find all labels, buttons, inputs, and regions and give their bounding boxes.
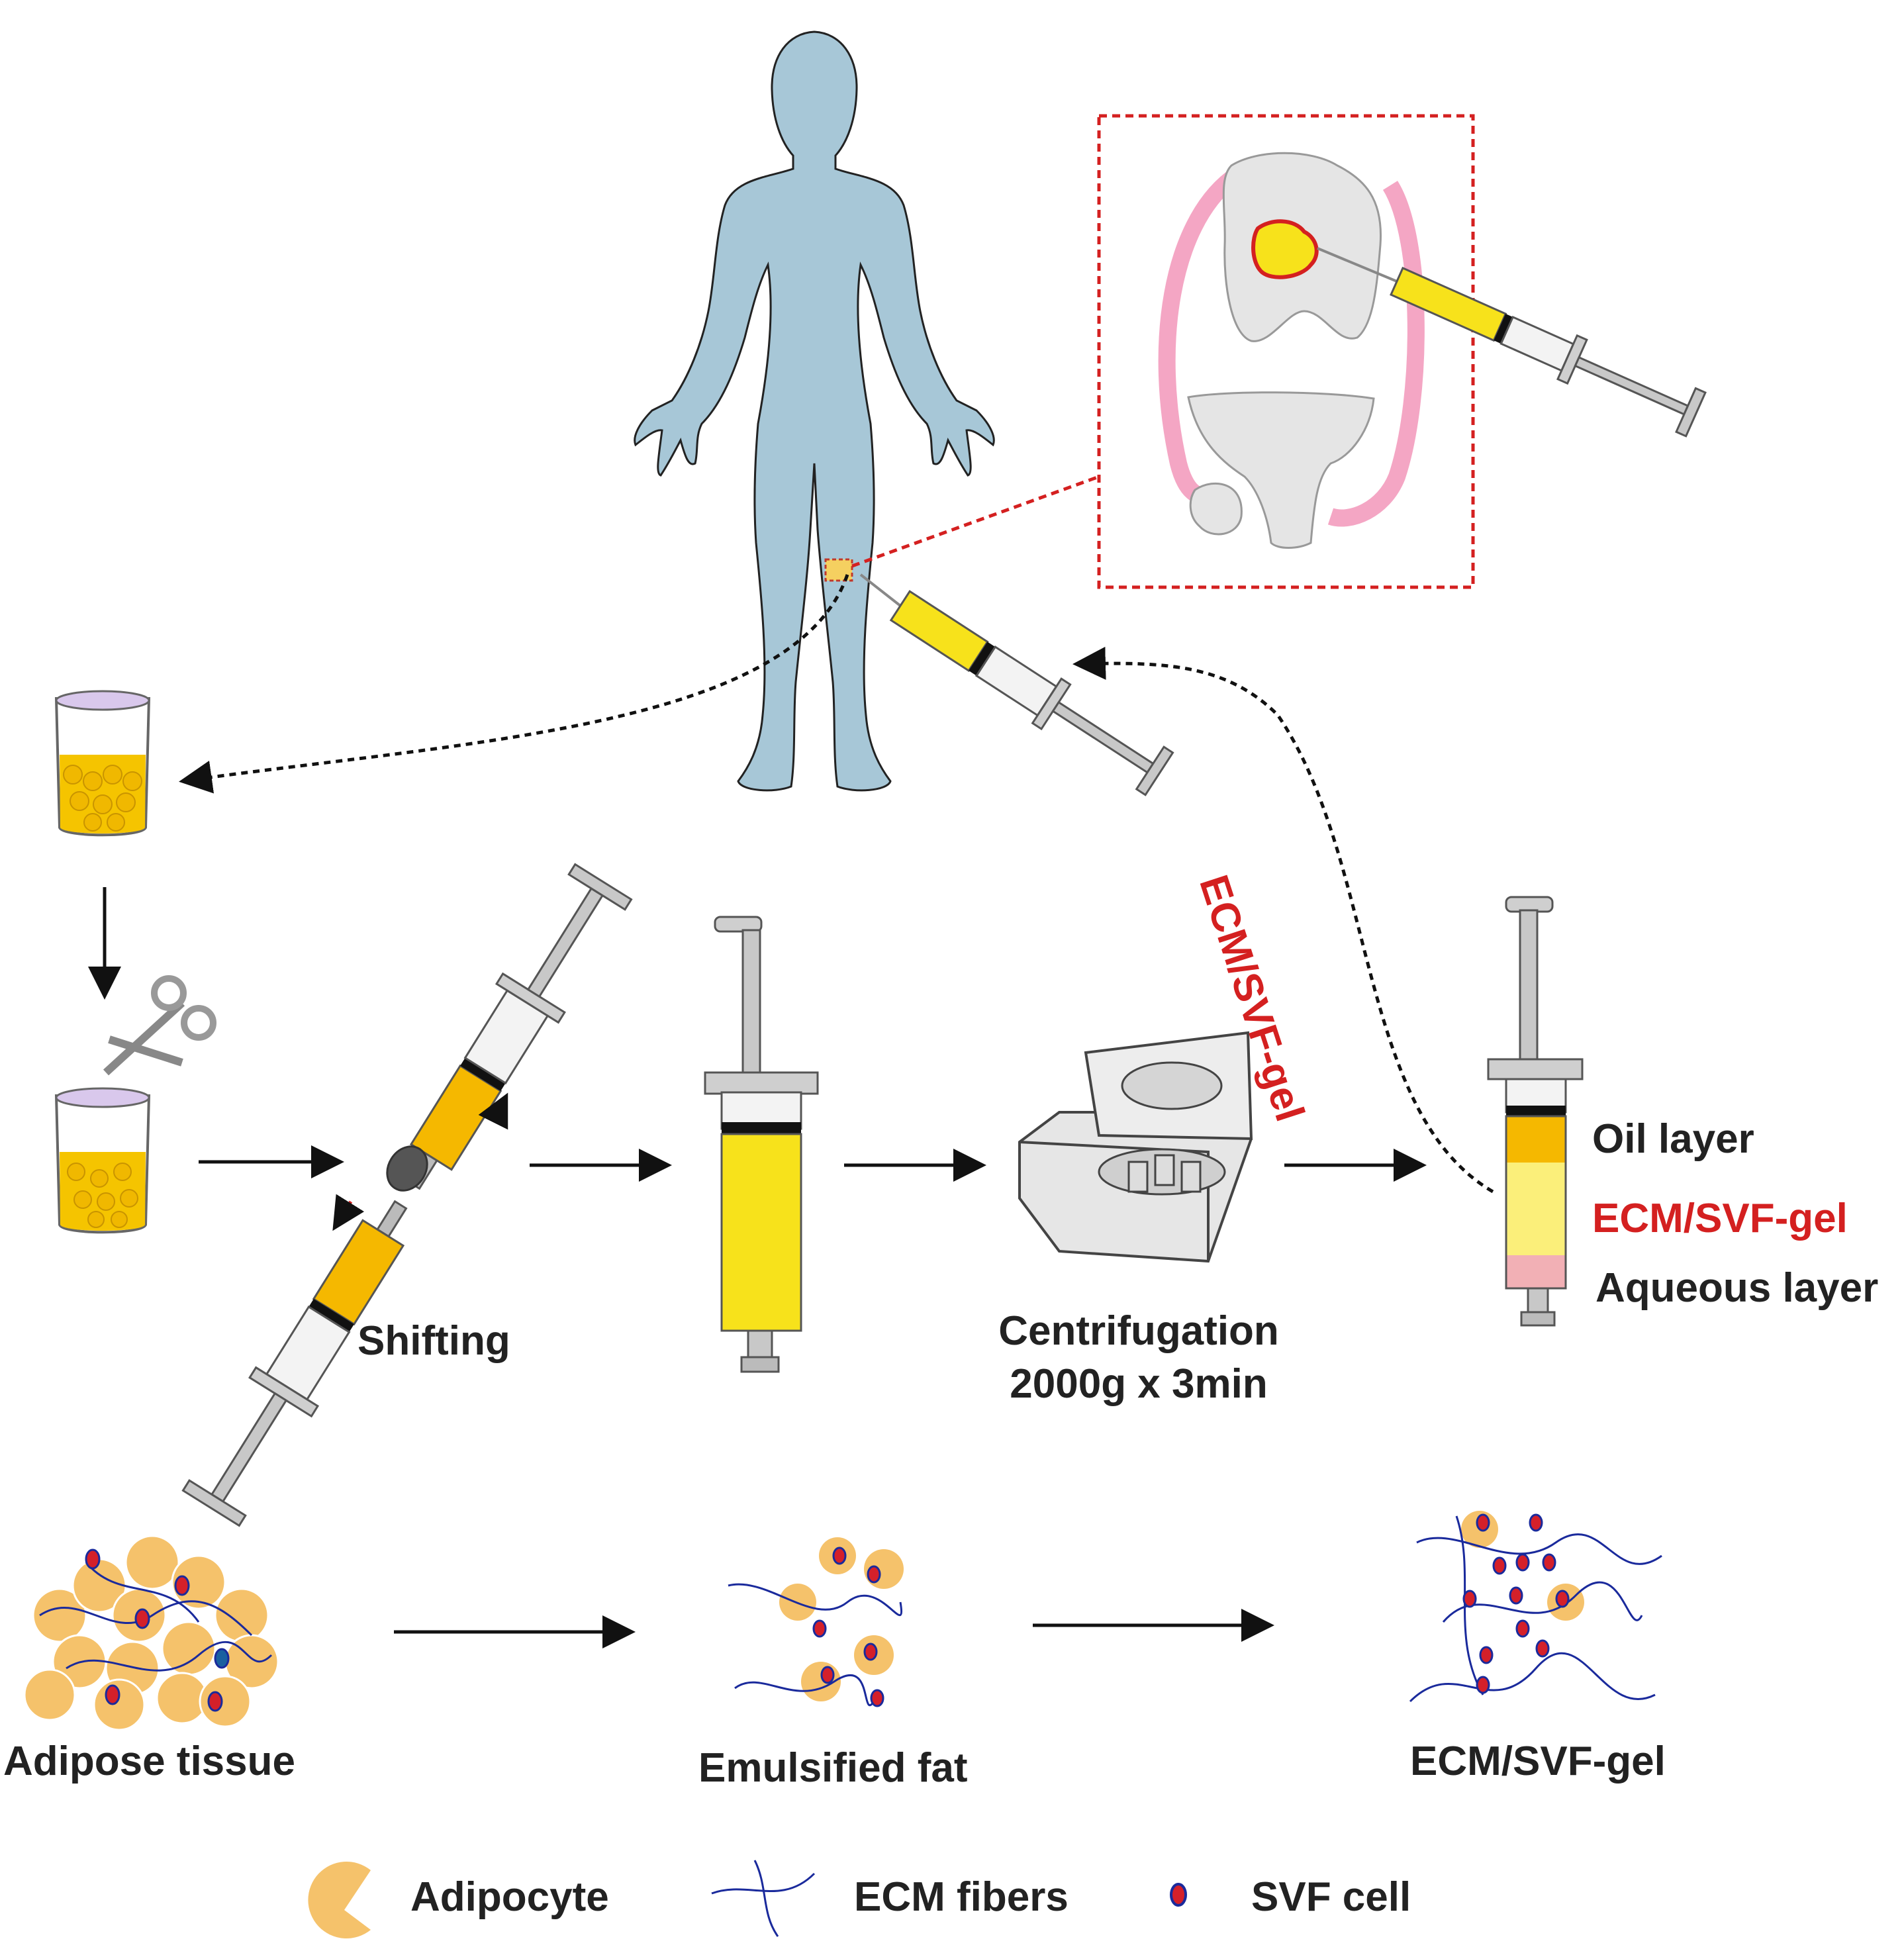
legend-ecm-fibers-icon-2 — [753, 1860, 779, 1937]
shifting-label: Shifting — [357, 1318, 510, 1364]
legend-adipocyte-label: Adipocyte — [410, 1874, 609, 1920]
legend-svf-cell-label: SVF cell — [1251, 1874, 1411, 1920]
injection-syringe-icon — [859, 573, 1174, 796]
emulsified-fat-label: Emulsified fat — [698, 1745, 968, 1791]
knee-joint-icon — [1158, 152, 1707, 549]
emulsified-fat-icon — [728, 1537, 904, 1707]
gel-layer-label: ECM/SVF-gel — [1592, 1196, 1848, 1241]
centrifugation-label: Centrifugation — [998, 1308, 1279, 1354]
zoom-connector-line — [851, 475, 1100, 568]
centrifugation-params-label: 2000g x 3min — [1010, 1361, 1268, 1407]
injection-arrow — [1072, 646, 1494, 1194]
legend-adipocyte-icon — [308, 1861, 371, 1938]
ecm-svf-gel-label: ECM/SVF-gel — [1410, 1739, 1666, 1784]
beaker-minced-icon — [54, 1087, 151, 1234]
oil-layer-label: Oil layer — [1592, 1116, 1754, 1162]
harvest-arrow — [179, 574, 849, 794]
beaker-icon — [54, 690, 151, 837]
aqueous-layer-label: Aqueous layer — [1595, 1265, 1879, 1311]
scissors-icon — [103, 975, 216, 1076]
layered-syringe-icon — [1487, 896, 1584, 1327]
legend-svf-cell-icon — [1170, 1883, 1187, 1907]
shifting-syringes-icon — [181, 863, 633, 1527]
centrifuge-icon — [1018, 1031, 1253, 1263]
ecm-svf-gel-icon — [1409, 1511, 1662, 1703]
legend-ecm-fibers-label: ECM fibers — [854, 1874, 1069, 1920]
knee-zoom-box — [1097, 114, 1475, 589]
emulsified-syringe-icon — [704, 916, 819, 1373]
human-body-icon — [634, 30, 995, 792]
adipose-tissue-label: Adipose tissue — [3, 1739, 295, 1784]
adipose-tissue-icon — [23, 1535, 279, 1731]
